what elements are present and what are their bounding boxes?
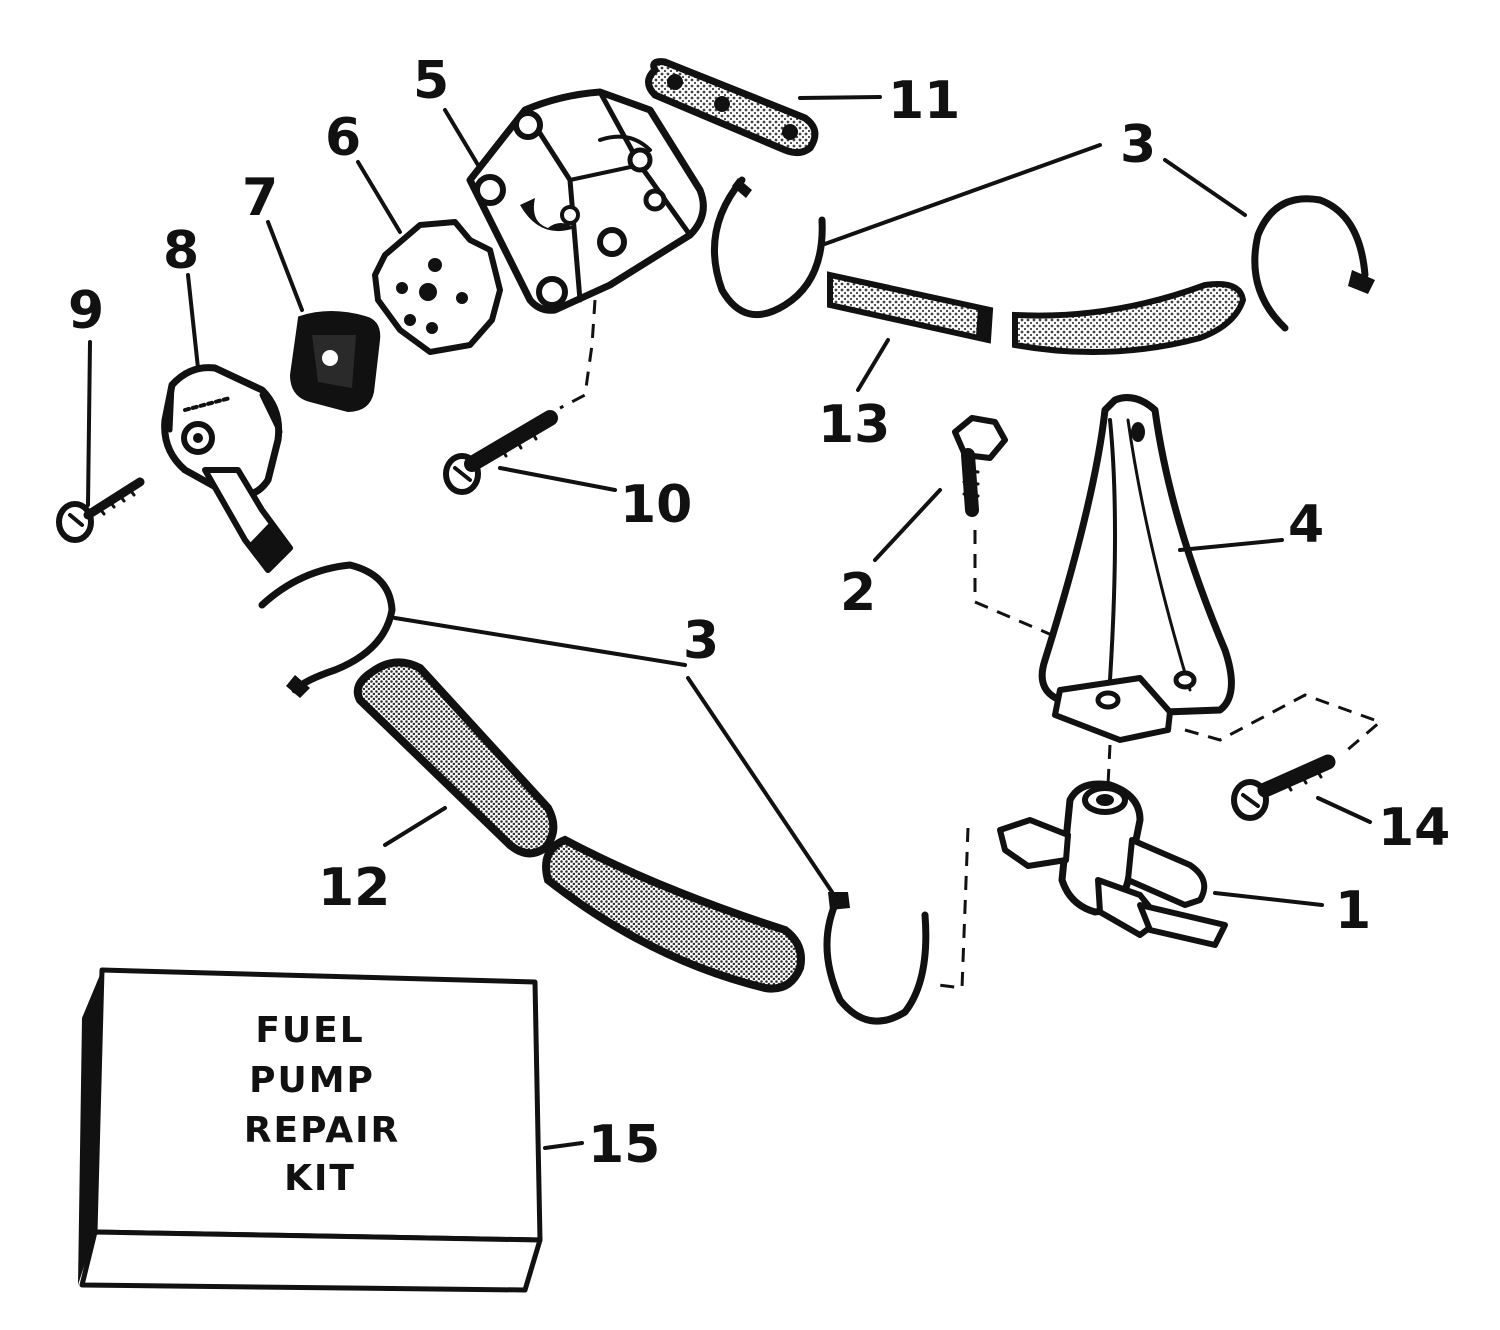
kit-label-line-3: REPAIR [244,1110,400,1151]
leader-3-lower-a [393,616,687,667]
leader-1 [1213,891,1324,907]
leader-3-upper-a [820,143,1102,247]
assembly-line-4-14 [1184,693,1383,754]
leader-14 [1316,796,1372,824]
part-12-filter-left [353,658,558,858]
leader-12 [383,806,447,847]
part-14-screw [1231,754,1336,821]
kit-label-line-1: FUEL [255,1010,364,1051]
callout-1: 1 [1335,881,1371,941]
kit-label-line-2: PUMP [249,1060,375,1101]
part-13-filter-right [1012,281,1247,356]
part-7-diaphragm [289,311,381,413]
callout-14: 14 [1378,798,1450,858]
part-3-clamp-lower-right [823,892,930,1025]
leader-4 [1178,538,1284,552]
leader-13 [856,338,890,392]
leader-9 [86,340,92,507]
leader-6 [356,160,402,234]
part-9-screw [56,477,145,543]
callout-3-lower: 3 [683,611,719,671]
leader-3-upper-b [1163,158,1247,217]
leader-5 [443,108,480,167]
part-15-repair-kit-box: FUEL PUMP REPAIR KIT [78,967,543,1293]
callout-3-upper: 3 [1120,115,1156,175]
part-3-clamp-upper-left [710,176,826,319]
part-2-bolt [952,415,1008,517]
callout-2: 2 [840,563,876,623]
assembly-line-10-5 [559,299,597,410]
callout-5: 5 [413,51,449,111]
callout-4: 4 [1288,495,1324,555]
part-11-gasket [645,58,819,157]
part-1-fuel-valve [997,780,1228,948]
callout-9: 9 [68,281,104,341]
leader-11 [798,95,882,100]
leader-10 [498,466,617,492]
leader-3-lower-b [686,676,834,894]
part-4-bracket [1038,394,1235,743]
leader-2 [873,488,942,562]
assembly-line-4-1 [1106,744,1112,786]
leader-8 [186,273,200,370]
assembly-line-1-3 [937,827,970,990]
leader-7 [266,220,304,312]
leader-15 [543,1141,584,1150]
callout-10: 10 [620,475,692,535]
part-12-filter-right [542,835,805,993]
callout-12: 12 [318,858,390,918]
callout-15: 15 [588,1115,660,1175]
callout-7: 7 [242,168,278,228]
callout-6: 6 [325,108,361,168]
part-8-cover [161,364,293,573]
part-5-pump-body [466,88,707,314]
part-3-clamp-upper-right [1251,195,1375,332]
kit-label-line-4: KIT [284,1158,356,1199]
leader-lines [86,95,1372,1150]
callout-11: 11 [888,71,960,131]
callout-13: 13 [818,395,890,455]
part-10-screw [443,410,558,495]
part-6-valve-plate [372,219,503,355]
callout-8: 8 [163,221,199,281]
part-13-filter-left [827,271,994,344]
part-3-clamp-lower-left [258,561,396,698]
callouts: 1 2 3 3 4 5 6 7 8 9 10 11 12 13 14 15 [68,51,1450,1175]
